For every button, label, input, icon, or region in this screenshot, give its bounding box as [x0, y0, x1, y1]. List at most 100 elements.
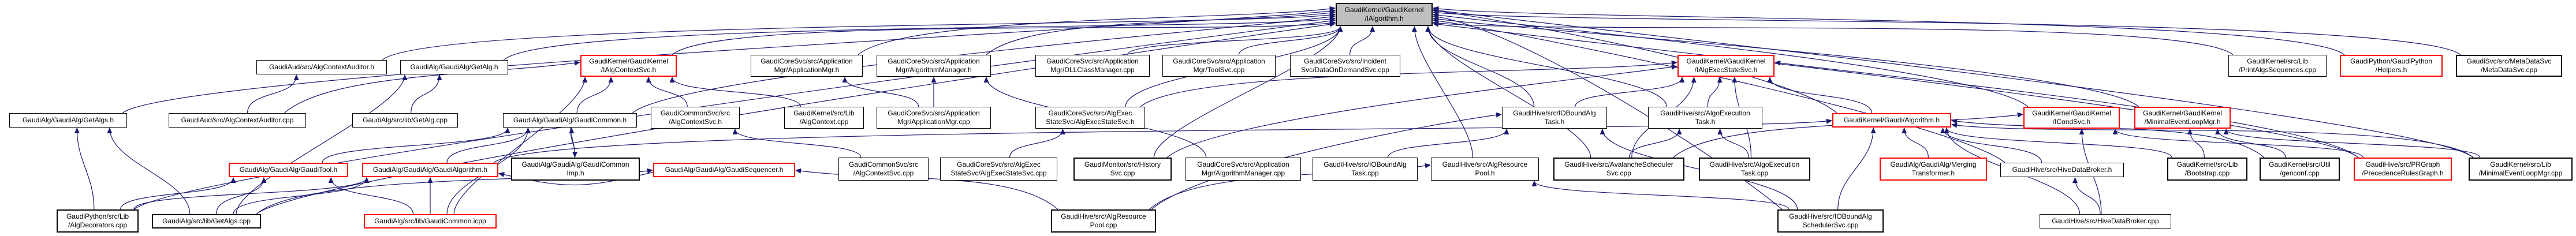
graph-node-minimaleventloopmgr-cpp[interactable]: GaudiKernel/src/Lib /MinimalEventLoopMgr… [2469, 158, 2573, 181]
include-edge [411, 74, 442, 114]
include-edge [453, 76, 588, 215]
graph-node-dataondemand-cpp[interactable]: GaudiCoreSvc/src/Incident Svc/DataOnDema… [1290, 55, 1400, 77]
graph-node-appmgr-cpp[interactable]: GaudiCoreSvc/src/Application Mgr/Applica… [877, 107, 991, 129]
graph-node-algcontextsvc-cpp[interactable]: GaudiCommonSvc/src /AlgContextSvc.cpp [838, 158, 929, 181]
graph-node-algmanager-cpp[interactable]: GaudiCoreSvc/src/Application Mgr/Algorit… [1186, 158, 1301, 181]
include-edge [120, 177, 236, 210]
graph-node-ialgexecstatesvc-h[interactable]: GaudiKernel/GaudiKernel /IAlgExecStateSv… [1677, 55, 1775, 77]
include-edge [986, 10, 1336, 55]
graph-node-appmgr-h[interactable]: GaudiCoreSvc/src/Application Mgr/Applica… [751, 55, 863, 77]
include-edge [1673, 112, 2024, 158]
graph-node-gaudicommon-h[interactable]: GaudiAlg/GaudiAlg/GaudiCommon.h [503, 113, 637, 128]
include-edge [1940, 127, 2042, 163]
graph-node-algresourcepool-cpp[interactable]: GaudiHive/src/AlgResource Pool.cpp [1051, 209, 1156, 233]
graph-node-algexecstatesvc-cpp[interactable]: GaudiCoreSvc/src/AlgExec StateSvc/AlgExe… [940, 158, 1057, 181]
graph-node-ialgcontextsvc-h[interactable]: GaudiKernel/GaudiKernel /IAlgContextSvc.… [580, 55, 677, 77]
include-edge [672, 20, 1336, 55]
include-edge [328, 177, 414, 215]
include-edge [2072, 177, 2101, 215]
include-edge [1238, 25, 1343, 55]
include-edge [1151, 112, 1503, 210]
graph-node-algoexectask-cpp[interactable]: GaudiHive/src/AlgoExecution Task.cpp [1699, 158, 1810, 181]
graph-node-algorithm-h[interactable]: GaudiKernel/Gaudi/Algorithm.h [1832, 113, 1951, 128]
graph-node-bootstrap-cpp[interactable]: GaudiKernel/src/Lib /Bootstrap.cpp [2167, 158, 2247, 181]
graph-node-root[interactable]: GaudiKernel/GaudiKernel /IAlgorithm.h [1336, 3, 1433, 26]
graph-node-gaudisequencer-h[interactable]: GaudiAlg/GaudiAlg/GaudiSequencer.h [653, 163, 795, 177]
graph-node-ioboundalgtask-cpp[interactable]: GaudiHive/src/IOBoundAlg Task.cpp [1313, 158, 1418, 181]
graph-node-minimaleventloopmgr-h[interactable]: GaudiKernel/GaudiKernel /MinimalEventLoo… [2134, 107, 2231, 129]
graph-node-algresourcepool-h[interactable]: GaudiHive/src/AlgResource Pool.h [1431, 158, 1539, 181]
graph-node-gaudialgorithm-h[interactable]: GaudiAlg/GaudiAlg/GaudiAlgorithm.h [362, 163, 498, 177]
graph-node-mergingtransformer-h[interactable]: GaudiAlg/GaudiAlg/Merging Transformer.h [1880, 158, 1987, 181]
graph-node-algoexectask-h[interactable]: GaudiHive/src/AlgoExecution Task.h [1648, 107, 1762, 129]
include-edge [122, 8, 1336, 114]
include-edge [1425, 25, 1535, 107]
include-edge [284, 60, 581, 114]
include-edge [236, 74, 408, 215]
graph-node-algexecstatesvc-h[interactable]: GaudiCoreSvc/src/AlgExec StateSvc/AlgExe… [1035, 107, 1145, 129]
graph-node-algcontextsvc-h[interactable]: GaudiCommonSvc/src /AlgContextSvc.h [651, 107, 740, 129]
include-edge [1774, 60, 2359, 158]
include-edge [247, 74, 299, 114]
graph-node-algdecorators-cpp[interactable]: GaudiPython/src/Lib /AlgDecorators.cpp [57, 209, 139, 233]
include-edge [1349, 25, 1375, 55]
include-edge [1432, 14, 1783, 210]
graph-node-hivedatabroker-cpp[interactable]: GaudiHive/src/HiveDataBroker.cpp [2040, 214, 2171, 228]
graph-node-getalg-h[interactable]: GaudiAlg/GaudiAlg/GetAlg.h [400, 60, 508, 74]
graph-node-gauditool-h[interactable]: GaudiAlg/GaudiAlg/GaudiTool.h [229, 163, 348, 177]
include-edge [1153, 25, 1343, 158]
graph-node-algcontext-cpp[interactable]: GaudiKernel/src/Lib /AlgContext.cpp [784, 107, 864, 129]
graph-node-auditor-h[interactable]: GaudiAud/src/AlgContextAuditor.h [256, 60, 387, 74]
include-edge [1432, 18, 2005, 163]
include-edge [1411, 25, 1474, 158]
include-edge [1902, 127, 1929, 158]
include-edge [133, 18, 1336, 210]
include-edge [1717, 128, 1749, 158]
graph-node-printalgsseq-cpp[interactable]: GaudiKernel/src/Lib /PrintAlgsSequences.… [2228, 55, 2327, 77]
graph-node-ioboundalgschedsvc-cpp[interactable]: GaudiHive/src/IOBoundAlg SchedulerSvc.cp… [1777, 209, 1884, 233]
graph-node-getalg-cpp[interactable]: GaudiAlg/src/lib/GetAlg.cpp [352, 113, 458, 128]
graph-node-toolsvc-cpp[interactable]: GaudiCoreSvc/src/Application Mgr/ToolSvc… [1162, 55, 1276, 77]
include-edge [107, 127, 191, 215]
graph-node-auditor-cpp[interactable]: GaudiAud/src/AlgContextAuditor.cpp [169, 113, 306, 128]
graph-node-gaudicommon-icpp[interactable]: GaudiAlg/src/lib/GaudiCommon.icpp [364, 214, 497, 228]
graph-node-prgraph-h[interactable]: GaudiHive/src/PRGraph /PrecedenceRulesGr… [2354, 158, 2452, 181]
graph-node-getalgs-h[interactable]: GaudiAlg/GaudiAlg/GetAlgs.h [9, 113, 127, 128]
graph-node-getalgs-cpp[interactable]: GaudiAlg/src/lib/GetAlgs.cpp [152, 214, 261, 228]
graph-node-avalanchesched-cpp[interactable]: GaudiHive/src/AvalancheScheduler Svc.cpp [1553, 158, 1684, 181]
include-edge [215, 177, 267, 215]
include-edge [1432, 16, 2139, 107]
include-edge [646, 76, 688, 107]
graph-node-genconf-cpp[interactable]: GaudiKernel/src/Util /genconf.cpp [2260, 158, 2340, 181]
include-edge [2223, 128, 2481, 158]
include-edge [1425, 25, 1667, 107]
include-edge [1432, 21, 2359, 158]
include-edge [1432, 6, 2345, 55]
graph-node-metadatasvc-cpp[interactable]: GaudiSvc/src/MetaDataSvc /MetaDataSvc.cp… [2456, 55, 2562, 77]
include-edge [1628, 128, 1682, 158]
graph-node-ioboundalgtask-h[interactable]: GaudiHive/src/IOBoundAlg Task.h [1502, 107, 1607, 129]
graph-node-gaudicommonimp-h[interactable]: GaudiAlg/GaudiAlg/GaudiCommon Imp.h [511, 158, 640, 181]
include-edge [858, 6, 1336, 55]
graph-node-hivedatabroker-h[interactable]: GaudiHive/src/HiveDataBroker.h [2000, 163, 2124, 177]
include-edge [446, 127, 531, 163]
include-edge [1951, 122, 2474, 158]
include-edge [322, 127, 510, 163]
include-edge [2187, 128, 2205, 158]
graph-node-historysvc-cpp[interactable]: GaudiMonitor/src/History Svc.cpp [1073, 158, 1172, 181]
include-edge [576, 76, 614, 114]
include-edge [74, 127, 95, 210]
graph-node-dllclassmgr-cpp[interactable]: GaudiCoreSvc/src/Application Mgr/DLLClas… [1035, 55, 1150, 77]
include-edge [382, 12, 1336, 61]
include-edge [233, 177, 370, 215]
include-edge [1432, 8, 2474, 158]
graph-node-algmanager-h[interactable]: GaudiCoreSvc/src/Application Mgr/Algorit… [877, 55, 991, 77]
include-edge [632, 14, 1336, 114]
graph-node-icondsvc-h[interactable]: GaudiKernel/GaudiKernel /ICondSvc.h [2023, 107, 2120, 129]
include-edge [1951, 118, 2265, 158]
graph-node-helpers-h[interactable]: GaudiPython/GaudiPython /Helpers.h [2340, 55, 2443, 77]
include-edge [1837, 127, 1876, 210]
include-edge [732, 128, 862, 158]
include-edge [1531, 180, 1790, 210]
